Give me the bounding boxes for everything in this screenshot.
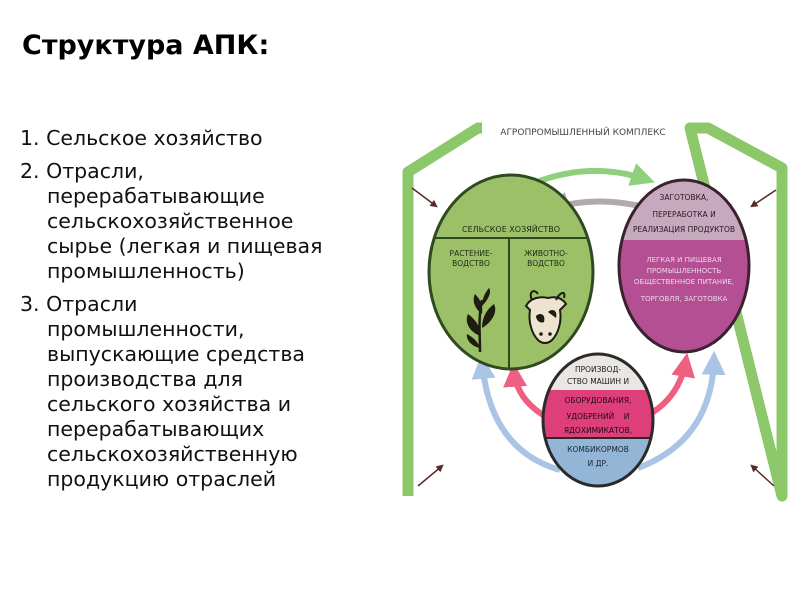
list-item-text: 1. Сельское хозяйство: [20, 126, 263, 150]
processing-bottom-line1: ЛЕГКАЯ И ПИЩЕВАЯ: [646, 256, 721, 264]
list-item-continuation: перерабатывающих: [47, 417, 265, 441]
livestock-label-line1: ЖИВОТНО-: [524, 249, 568, 258]
list-item-text: 3. Отрасли: [20, 292, 138, 316]
list-item-production: 3. Отрасли промышленности, выпускающие с…: [20, 292, 392, 492]
processing-bottom-line3: ОБЩЕСТВЕННОЕ ПИТАНИЕ,: [634, 278, 734, 286]
external-arrow: [750, 189, 777, 208]
structure-list: 1. Сельское хозяйство 2. Отрасли, перера…: [20, 126, 392, 500]
external-arrow: [750, 464, 775, 487]
production-line5: ЯДОХИМИКАТОВ,: [564, 426, 632, 435]
list-item-processing: 2. Отрасли, перерабатывающие сельскохозя…: [20, 159, 392, 284]
complex-frame: [402, 122, 788, 502]
list-item-continuation: сельского хозяйства и: [47, 392, 292, 416]
cow-icon: [524, 290, 568, 344]
flow-arrow-pink-right: [648, 352, 696, 417]
agriculture-sphere: СЕЛЬСКОЕ ХОЗЯЙСТВО РАСТЕНИЕ- ВОДСТВО ЖИВ…: [427, 173, 595, 371]
flow-arrow-green: [530, 163, 655, 187]
list-item-continuation: промышленности,: [47, 317, 245, 341]
production-ellipse: [541, 352, 655, 488]
list-item-continuation: выпускающие средства: [47, 342, 305, 366]
plant-icon: [466, 288, 496, 353]
agriculture-header: СЕЛЬСКОЕ ХОЗЯЙСТВО: [462, 223, 560, 234]
slide-title: Структура АПК:: [22, 30, 270, 61]
processing-top-line2: ПЕРЕРАБОТКА И: [652, 210, 715, 219]
agro-complex-diagram: АГРОПРОМЫШЛЕННЫЙ КОМПЛЕКС СЕЛЬСКОЕ ХОЗЯЙ…: [402, 122, 788, 502]
list-item-continuation: сельскохозяйственное: [47, 209, 294, 233]
processing-sphere: ЗАГОТОВКА, ПЕРЕРАБОТКА И РЕАЛИЗАЦИЯ ПРОД…: [617, 178, 751, 354]
production-line4: УДОБРЕНИЙ И: [567, 412, 630, 421]
crop-label-line1: РАСТЕНИЕ-: [450, 249, 493, 258]
processing-ellipse: [617, 178, 751, 354]
frame-title: АГРОПРОМЫШЛЕННЫЙ КОМПЛЕКС: [500, 126, 665, 138]
list-item-continuation: сельскохозяйственную: [47, 442, 298, 466]
production-line1: ПРОИЗВОД-: [575, 365, 621, 374]
external-arrow: [411, 187, 438, 208]
processing-top-line1: ЗАГОТОВКА,: [660, 193, 709, 202]
external-arrow: [417, 464, 444, 487]
list-item-agriculture: 1. Сельское хозяйство: [20, 126, 392, 151]
production-line7: И ДР.: [588, 459, 609, 468]
production-line2: СТВО МАШИН И: [567, 377, 629, 386]
production-mid-band: [543, 390, 653, 438]
flow-arrow-blue-right: [636, 350, 726, 471]
crop-label-line2: ВОДСТВО: [452, 259, 490, 268]
list-item-continuation: перерабатывающие: [47, 184, 265, 208]
livestock-label-line2: ВОДСТВО: [527, 259, 565, 268]
list-item-continuation: продукцию отраслей: [47, 467, 277, 491]
flow-arrow-blue-left: [471, 354, 561, 473]
processing-bottom-line2: ПРОМЫШЛЕННОСТЬ: [647, 267, 722, 275]
agriculture-ellipse: [427, 173, 595, 371]
list-item-continuation: сырье (легкая и пищевая: [47, 234, 323, 258]
processing-top-line3: РЕАЛИЗАЦИЯ ПРОДУКТОВ: [633, 225, 735, 234]
production-line3: ОБОРУДОВАНИЯ,: [565, 396, 632, 405]
processing-bottom-line4: ТОРГОВЛЯ, ЗАГОТОВКА: [640, 295, 728, 303]
list-item-continuation: промышленность): [47, 259, 245, 283]
list-item-text: 2. Отрасли,: [20, 159, 144, 183]
production-sphere: ПРОИЗВОД- СТВО МАШИН И ОБОРУДОВАНИЯ, УДО…: [541, 352, 655, 488]
production-line6: КОМБИКОРМОВ: [567, 445, 629, 454]
list-item-continuation: производства для: [47, 367, 243, 391]
